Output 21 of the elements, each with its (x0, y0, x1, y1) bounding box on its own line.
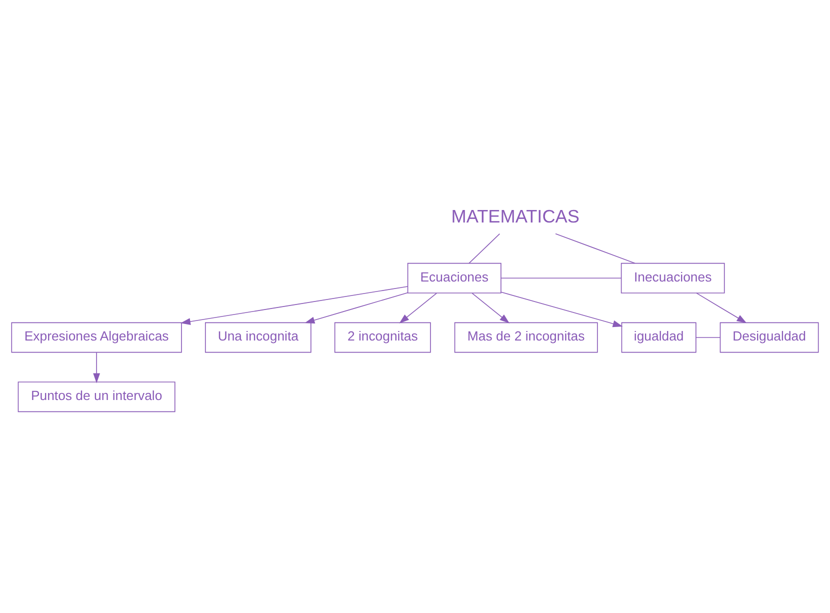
arrow (500, 291, 623, 327)
node-box: Mas de 2 incognitas (454, 322, 598, 352)
arrow (696, 292, 747, 323)
connector (500, 277, 622, 278)
arrow (472, 292, 510, 323)
arrow (180, 286, 408, 324)
connector (468, 232, 500, 264)
node-box: igualdad (621, 322, 696, 352)
arrow (304, 292, 408, 324)
node-box: 2 incognitas (334, 322, 431, 352)
node-box: Desigualdad (720, 322, 819, 352)
node-box: Una incognita (204, 322, 312, 352)
node-box: Expresiones Algebraicas (11, 322, 182, 352)
node-box: Puntos de un intervalo (18, 381, 176, 412)
arrow (399, 292, 438, 323)
connector (555, 232, 636, 264)
node-text: MATEMATICAS (451, 206, 580, 226)
connector (696, 336, 720, 338)
node-box: Inecuaciones (620, 262, 725, 293)
arrow (93, 352, 100, 383)
node-box: Ecuaciones (407, 262, 502, 293)
